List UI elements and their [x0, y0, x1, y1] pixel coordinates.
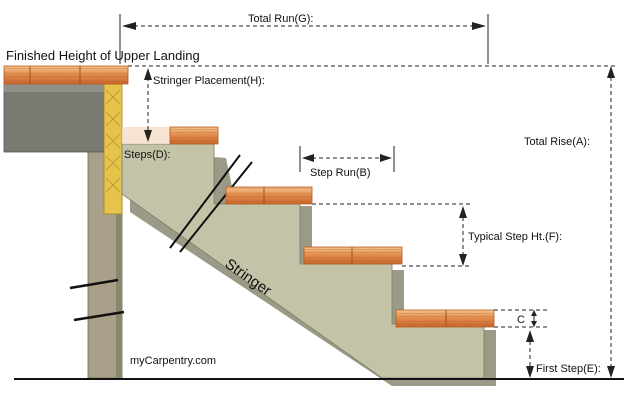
- total-rise-label: Total Rise(A):: [524, 136, 590, 148]
- first-step-label: First Step(E):: [536, 363, 601, 375]
- typical-step-height-dimension: [459, 206, 467, 266]
- tread-3: [303, 246, 403, 265]
- total-run-label: Total Run(G):: [248, 13, 313, 25]
- upper-landing-label: Finished Height of Upper Landing: [6, 48, 200, 63]
- c-label: C: [517, 314, 525, 326]
- stringer-placement-label: Stringer Placement(H):: [153, 75, 265, 87]
- watermark-label: myCarpentry.com: [130, 355, 216, 367]
- typical-step-height-label: Typical Step Ht.(F):: [468, 231, 562, 243]
- tread-4: [395, 309, 495, 328]
- tread-top: [122, 126, 219, 145]
- c-dimension: [531, 310, 537, 327]
- break-line-lower: [179, 161, 253, 253]
- total-run-dimension: [119, 14, 489, 64]
- tread-upper-landing: [3, 65, 129, 85]
- total-rise-dimension: [607, 66, 615, 378]
- break-line-upper: [169, 154, 241, 249]
- first-step-dimension: [526, 330, 534, 378]
- step-run-label: Step Run(B): [310, 167, 371, 179]
- steps-label: Steps(D):: [124, 149, 170, 161]
- ledger-board: [103, 83, 123, 215]
- stringer-body: [121, 143, 485, 379]
- tread-2: [225, 186, 313, 205]
- step-run-dimension: [299, 146, 395, 172]
- landing-beam: [3, 83, 107, 153]
- stringer-placement-dimension: [144, 68, 152, 142]
